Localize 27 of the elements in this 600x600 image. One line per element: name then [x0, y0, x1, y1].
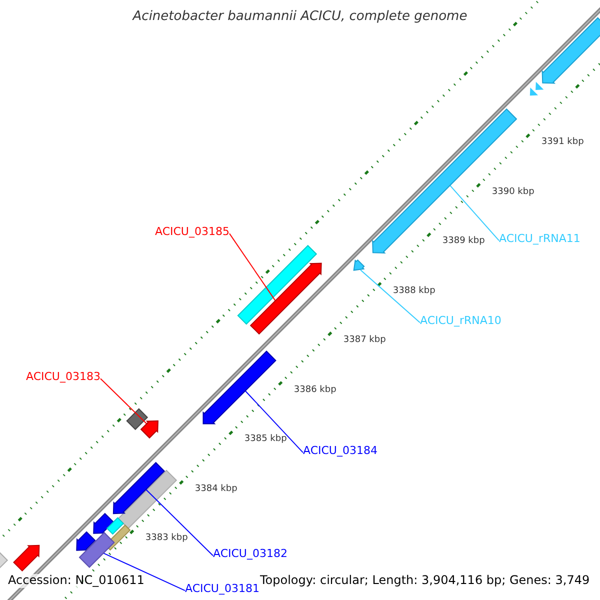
gene-label: ACICU_03185: [155, 226, 230, 239]
position-label: 3387 kbp: [343, 335, 386, 346]
leader-line: [145, 489, 214, 556]
map-title: Acinetobacter baumannii ACICU, complete genome: [131, 10, 468, 25]
leader-line: [100, 378, 148, 424]
position-label: 3388 kbp: [392, 286, 436, 296]
gene-feature: [353, 259, 365, 271]
position-label: 3389 kbp: [442, 236, 485, 246]
gene-label: ACICU_rRNA10: [420, 315, 502, 328]
gene-label: ACICU_03184: [303, 445, 378, 458]
gene-feature: [202, 350, 276, 424]
gene-block: [78, 532, 115, 568]
gene-feature: [140, 420, 158, 439]
gene-label: ACICU_rRNA11: [499, 233, 580, 246]
leader-line: [360, 269, 420, 324]
leader-line: [244, 390, 304, 454]
gene-feature: [250, 262, 322, 335]
position-label: 3391 kbp: [541, 137, 584, 148]
genome-stats: Topology: circular; Length: 3,904,116 bp; Genes: 3,749: [260, 574, 590, 588]
position-label: 3385 kbp: [244, 434, 287, 444]
position-label: 3383 kbp: [145, 533, 188, 544]
position-label: 3390 kbp: [492, 186, 534, 197]
gene-label: ACICU_03181: [185, 583, 260, 596]
gene-label: ACICU_03183: [26, 371, 100, 384]
gene-label: ACICU_03182: [213, 548, 288, 561]
leader-line: [450, 184, 500, 242]
gene-feature: [112, 462, 166, 514]
